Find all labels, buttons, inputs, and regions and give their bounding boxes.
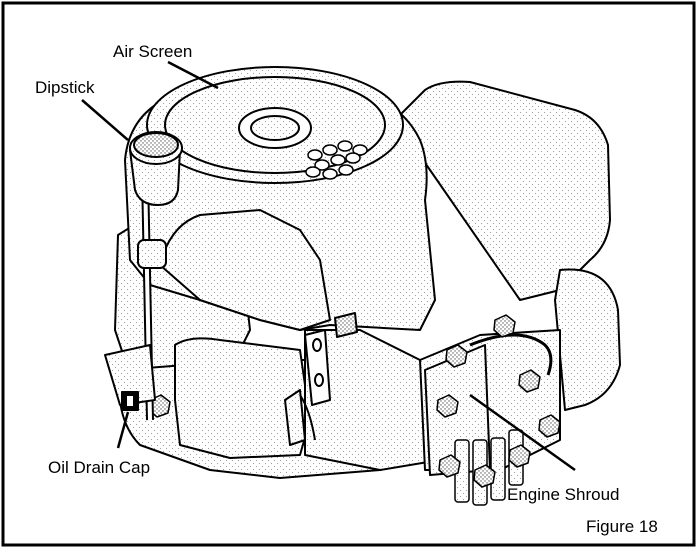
air-screen-label: Air Screen [113,42,193,61]
engine-illustration [104,66,621,506]
engine-shroud-leader [469,393,576,472]
engine-shroud-label: Engine Shroud [507,485,620,504]
air-screen-leader [167,60,219,90]
oil-drain-cap-label: Oil Drain Cap [48,458,151,477]
leader-lines [81,60,576,472]
dipstick-label: Dipstick [35,78,95,97]
figure-caption: Figure 18 [586,517,658,536]
dipstick-leader [81,99,129,141]
oil-drain-cap-leader [116,411,130,449]
